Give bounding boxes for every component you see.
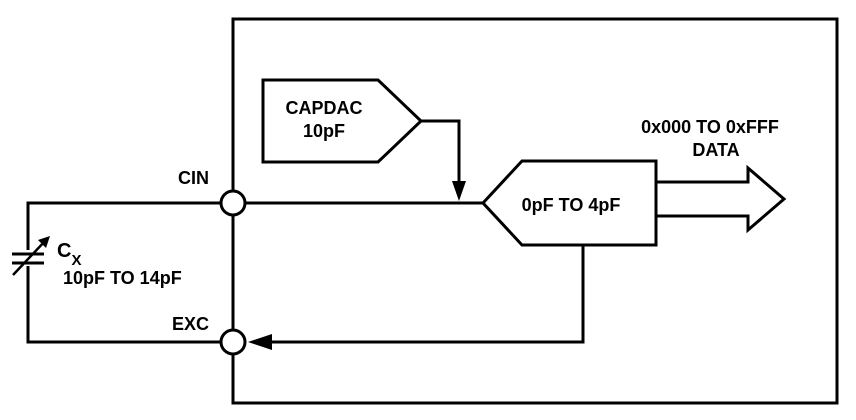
data-output-arrow: [654, 164, 787, 234]
exc-pin-circle: [219, 328, 247, 356]
data-label: DATA: [692, 140, 739, 160]
variable-capacitor-icon: [12, 236, 50, 276]
cin-pin-circle: [219, 189, 247, 217]
converter-label: 0pF TO 4pF: [522, 195, 621, 215]
capdac-wire: [421, 119, 461, 182]
capdac-label: CAPDAC: [285, 98, 362, 118]
cx-symbol: CX: [57, 240, 81, 269]
excitation-arrowhead: [248, 334, 272, 350]
sensor-loop-wire: [26, 201, 221, 344]
capdac-block: [261, 78, 424, 164]
cx-range-label: 10pF TO 14pF: [63, 268, 182, 288]
excitation-wire: [270, 245, 585, 344]
exc-pin-label: EXC: [172, 314, 209, 334]
capdac-value: 10pF: [303, 121, 345, 141]
cin-pin-label: CIN: [178, 168, 209, 188]
capdac-arrowhead: [452, 181, 466, 201]
data-range-label: 0x000 TO 0xFFF: [641, 117, 779, 137]
